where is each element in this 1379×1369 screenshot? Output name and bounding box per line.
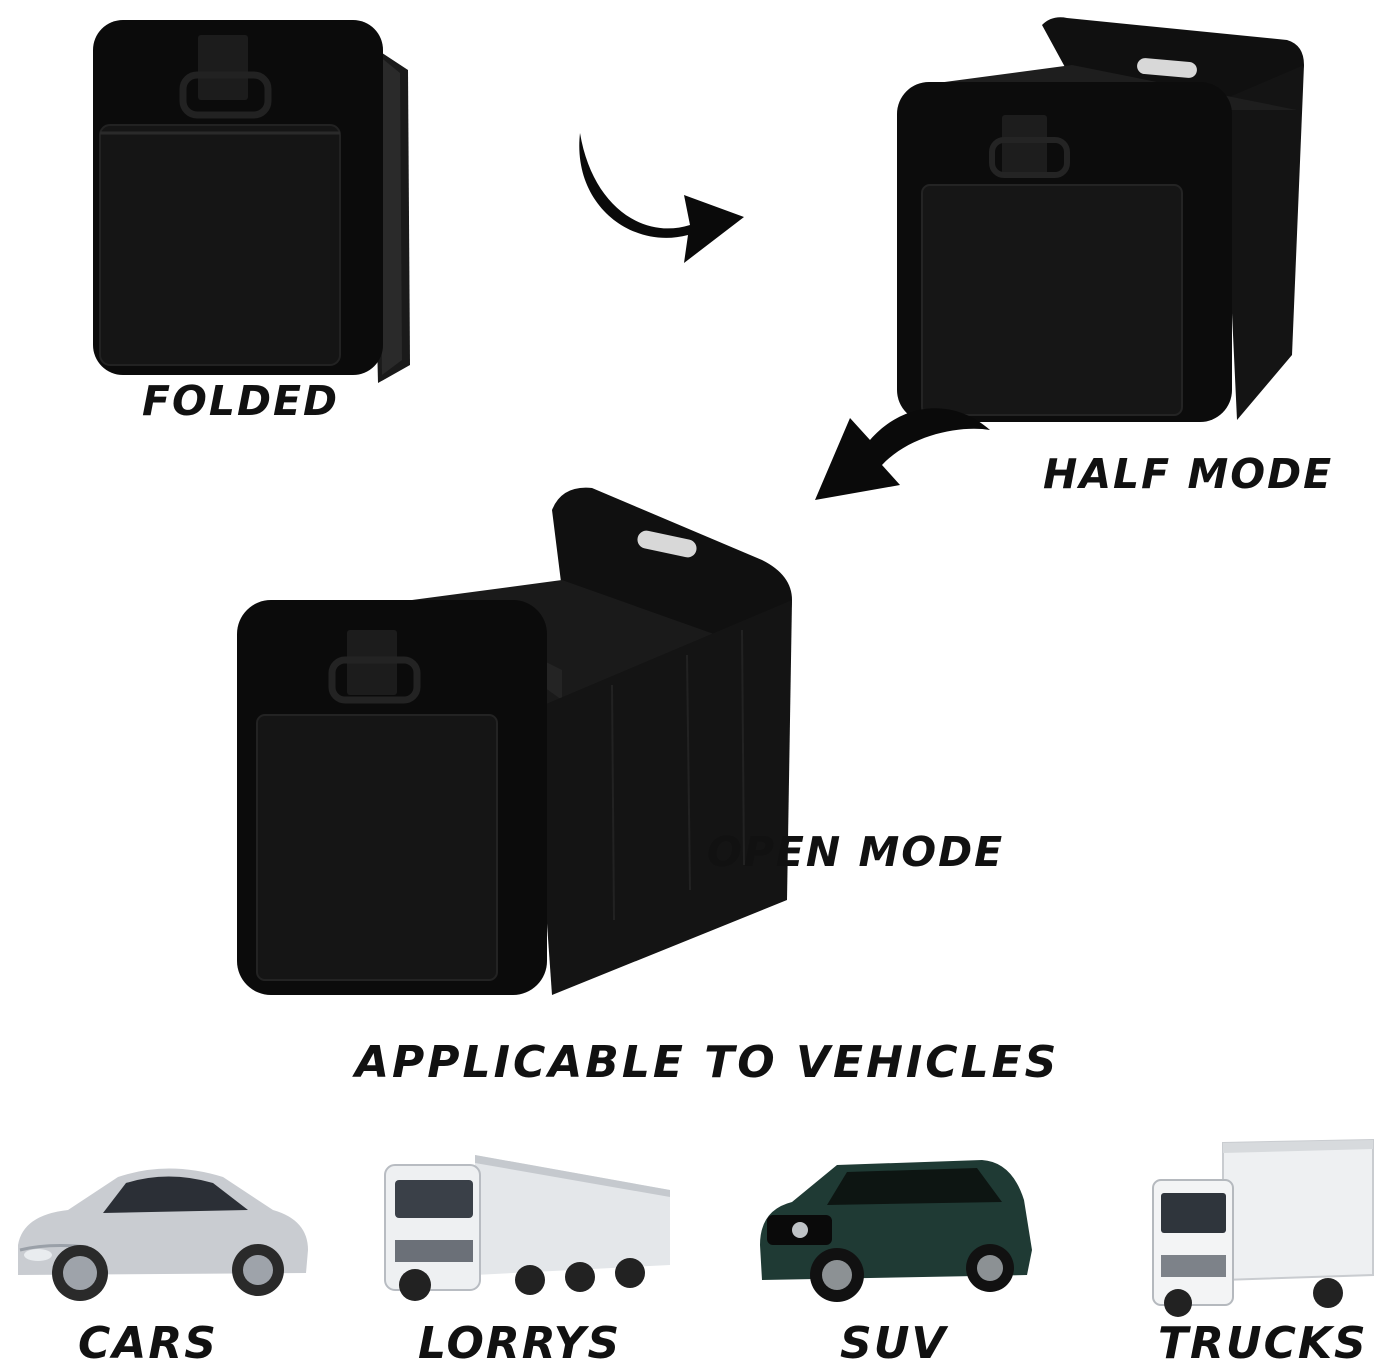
- lorry-image: [380, 1145, 675, 1310]
- open-mode-label: OPEN MODE: [707, 828, 1005, 876]
- folded-label: FOLDED: [142, 377, 340, 425]
- suv-image: [752, 1150, 1037, 1305]
- open-mode-organizer-image: [232, 480, 812, 1000]
- arrow-right-icon: [572, 125, 752, 270]
- trucks-label: TRUCKS: [1158, 1318, 1368, 1369]
- half-mode-label: HALF MODE: [1043, 450, 1334, 498]
- cars-label: CARS: [78, 1318, 218, 1369]
- folded-organizer-image: [88, 15, 418, 385]
- half-mode-organizer-image: [892, 10, 1322, 430]
- suv-label: SUV: [840, 1318, 948, 1369]
- arrow-left-icon: [810, 400, 995, 505]
- applicable-vehicles-heading: APPLICABLE TO VEHICLES: [355, 1037, 1060, 1088]
- lorrys-label: LORRYS: [418, 1318, 622, 1369]
- truck-image: [1143, 1135, 1378, 1320]
- car-image: [8, 1155, 313, 1310]
